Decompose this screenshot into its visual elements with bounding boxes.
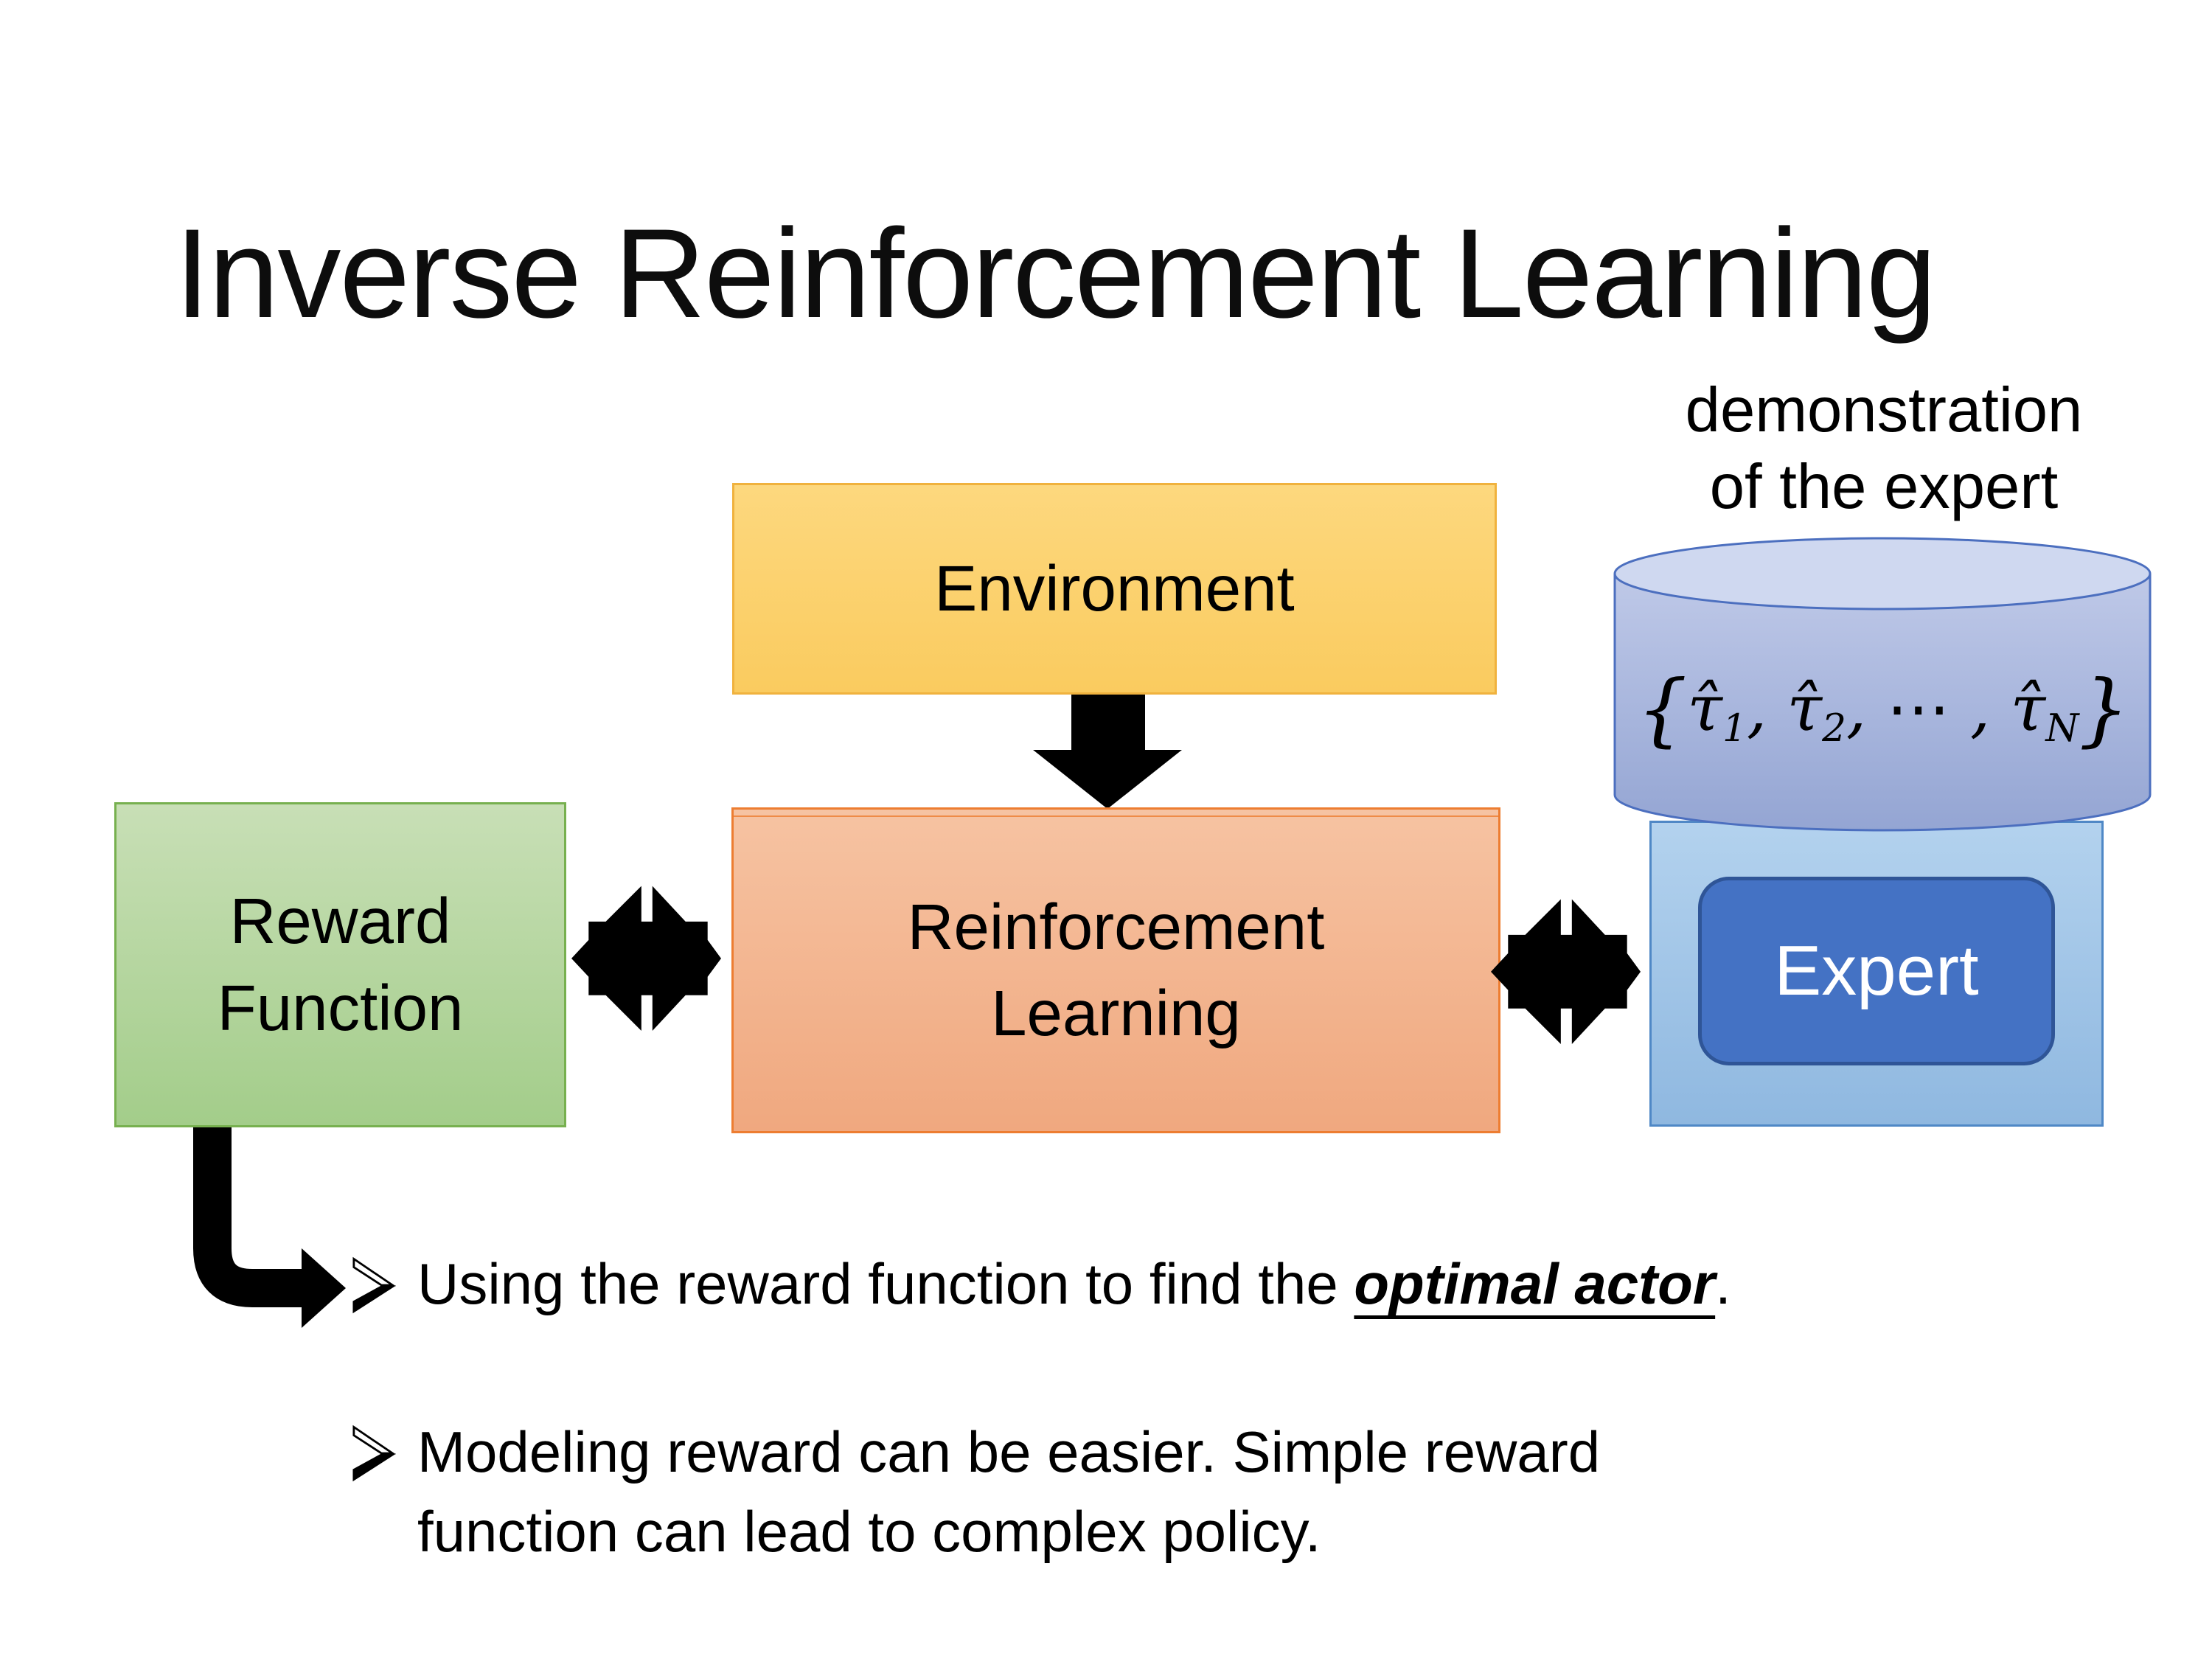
page-title: Inverse Reinforcement Learning [175,203,1937,344]
double-arrow-right-icon [1491,899,1641,1044]
bullet1-post: . [1715,1251,1731,1316]
reward-function-label: Reward Function [217,886,464,1044]
bullet-text: Using the reward function to find the op… [417,1245,1731,1324]
environment-label: Environment [934,552,1295,625]
rl-box-inner-edge [734,815,1498,817]
trajectory-formula: {τ̂1, τ̂2, ⋯ , τ̂N} [1637,664,2129,756]
environment-box: Environment [732,483,1497,695]
reinforcement-learning-label: Reinforcement Learning [907,891,1325,1049]
arrowhead-bullet-icon [352,1256,397,1314]
down-arrow-icon [1033,695,1182,809]
reward-function-box: Reward Function [114,802,566,1127]
bullet1-pre: Using the reward function to find the [417,1251,1354,1316]
bullet1-emphasis: optimal actor [1354,1251,1716,1316]
bullet-text: Modeling reward can be easier. Simple re… [417,1419,1601,1564]
bullet-item-modeling-reward: Modeling reward can be easier. Simple re… [352,1413,1892,1571]
demonstration-label: demonstration of the expert [1685,375,2083,522]
elbow-arrow-icon [193,1127,346,1328]
arrowhead-bullet-icon [352,1425,397,1482]
bullet-item-optimal-actor: Using the reward function to find the op… [352,1245,1731,1324]
reinforcement-learning-box: Reinforcement Learning [731,807,1500,1133]
expert-label: Expert [1774,931,1979,1010]
double-arrow-left-icon [571,886,721,1031]
trajectory-cylinder [1613,537,2152,832]
expert-box: Expert [1698,877,2055,1065]
